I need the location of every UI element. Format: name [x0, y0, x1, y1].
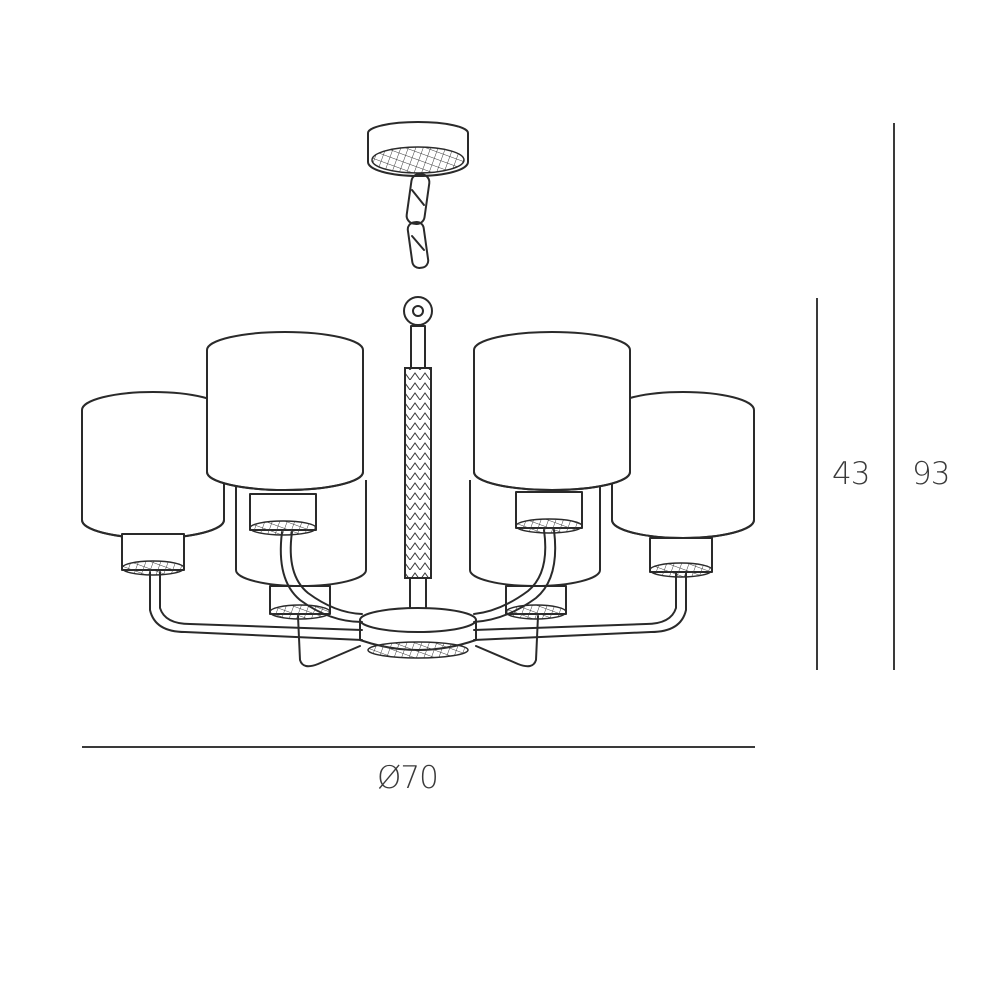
- arm-outer-right: [473, 571, 687, 641]
- central-hub: [359, 607, 477, 659]
- shade-middle-right: [473, 331, 631, 534]
- arms-inner: [279, 529, 557, 623]
- rear-arms: [297, 615, 539, 668]
- dimension-label-height-total: 93: [912, 456, 950, 492]
- shade-front-left: [81, 391, 225, 576]
- shade-middle-left: [206, 331, 364, 536]
- chain: [403, 173, 433, 326]
- arm-outer-left: [149, 571, 363, 641]
- ceiling-canopy: [367, 121, 469, 177]
- dimension-label-height-body: 43: [832, 456, 870, 492]
- central-rod: [404, 325, 432, 613]
- dimension-label-diameter: Ø70: [377, 760, 439, 796]
- shade-front-right: [611, 391, 755, 578]
